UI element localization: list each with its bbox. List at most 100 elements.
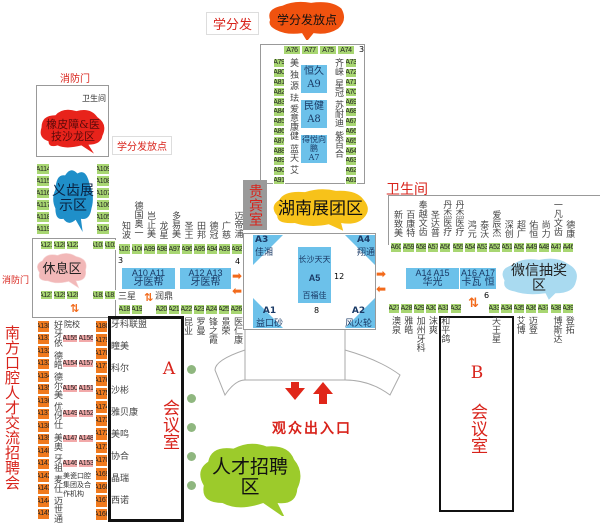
- booth-A51[interactable]: A51: [500, 242, 513, 253]
- booth-A147[interactable]: A147: [62, 434, 78, 443]
- booth-A62[interactable]: A62: [345, 165, 357, 176]
- booth-A85[interactable]: A85: [273, 116, 285, 127]
- booth-A38[interactable]: A38: [549, 303, 562, 314]
- booth-A57[interactable]: A57: [426, 242, 440, 253]
- booth-A177[interactable]: A177: [95, 360, 108, 374]
- zone-cloud-rest[interactable]: 休息区: [34, 251, 90, 289]
- booth-A30[interactable]: A30: [424, 303, 438, 314]
- booth-A21[interactable]: A21: [167, 304, 180, 315]
- booth-A33[interactable]: A33: [488, 303, 501, 314]
- booth-A122[interactable]: A122: [66, 240, 79, 250]
- booth-A178[interactable]: A178: [95, 346, 108, 361]
- booth-A54[interactable]: A54: [463, 242, 477, 253]
- booth-A127[interactable]: A127: [40, 290, 53, 300]
- booth-A120[interactable]: A120: [53, 240, 66, 250]
- zone-cloud-salon[interactable]: 橡皮障&医技沙龙区: [38, 107, 108, 155]
- booth-A39[interactable]: A39: [561, 303, 575, 314]
- booth-A18[interactable]: A18: [118, 304, 131, 315]
- booth-A35[interactable]: A35: [512, 303, 525, 314]
- booth-A115[interactable]: A115: [36, 175, 50, 187]
- meeting-room-b[interactable]: B 会议室: [439, 316, 514, 512]
- booth-A61[interactable]: A61: [345, 175, 357, 186]
- booth-A179[interactable]: A179: [95, 333, 108, 347]
- booth-A170[interactable]: A170: [95, 454, 108, 468]
- booth-A70[interactable]: A70: [345, 87, 357, 98]
- booth-A23[interactable]: A23: [192, 304, 205, 315]
- booth-A50[interactable]: A50: [513, 242, 526, 253]
- meeting-room-a[interactable]: A 会议室: [108, 316, 184, 522]
- booth-A36[interactable]: A36: [524, 303, 538, 314]
- booth-A72[interactable]: A72: [345, 67, 357, 78]
- booth-A145[interactable]: A145: [37, 507, 50, 520]
- booth-A52[interactable]: A52: [488, 242, 501, 253]
- booth-A56[interactable]: A56: [439, 242, 452, 253]
- booth-A128[interactable]: A128: [66, 290, 79, 300]
- booth-A31[interactable]: A31: [437, 303, 450, 314]
- booth-A139[interactable]: A139: [37, 432, 50, 445]
- booth-A106[interactable]: A106: [96, 199, 110, 211]
- booth-A59[interactable]: A59: [402, 242, 415, 253]
- booth-A102[interactable]: A102: [104, 240, 116, 250]
- booth-A132[interactable]: A132: [37, 345, 50, 358]
- booth-A90[interactable]: A90: [273, 165, 285, 176]
- booth-A144[interactable]: A144: [37, 495, 50, 508]
- booth-A63[interactable]: A63: [345, 156, 357, 166]
- booth-A154[interactable]: A154: [62, 359, 78, 368]
- booth-A134[interactable]: A134: [37, 370, 50, 383]
- booth-A148[interactable]: A148: [78, 434, 94, 443]
- booth-A152[interactable]: A152: [78, 409, 94, 418]
- booth-A64[interactable]: A64: [345, 146, 357, 156]
- booth-A121[interactable]: A121: [40, 240, 53, 250]
- booth-A87[interactable]: A87: [273, 136, 285, 147]
- booth-A109[interactable]: A109: [96, 163, 110, 175]
- booth-A24[interactable]: A24: [205, 304, 218, 315]
- booth-A96[interactable]: A96: [180, 243, 193, 255]
- booth-A153[interactable]: A153: [78, 459, 94, 468]
- zone-cloud-wechat-lottery[interactable]: 微信抽奖区: [498, 256, 580, 301]
- booth-A130[interactable]: A130: [37, 320, 50, 333]
- booth-A116[interactable]: A116: [36, 187, 50, 199]
- booth-A141[interactable]: A141: [37, 457, 50, 470]
- booth-A169[interactable]: A169: [95, 467, 108, 481]
- booth-A28[interactable]: A28: [400, 303, 413, 314]
- booth-A118[interactable]: A118: [36, 211, 50, 223]
- booth-A68[interactable]: A68: [345, 107, 357, 117]
- booth-A86[interactable]: A86: [273, 126, 285, 137]
- zone-cloud-recruit[interactable]: 人才招聘区: [195, 440, 305, 516]
- booth-A155[interactable]: A155: [62, 334, 78, 343]
- booth-A136[interactable]: A136: [37, 395, 50, 408]
- booth-A83[interactable]: A83: [273, 97, 285, 107]
- booth-A76[interactable]: A76: [283, 45, 301, 55]
- booth-A66[interactable]: A66: [345, 126, 357, 137]
- booth-A104[interactable]: A104: [96, 223, 110, 235]
- booth-A22[interactable]: A22: [180, 304, 193, 315]
- zone-cloud-hunan[interactable]: 湖南展团区: [269, 187, 372, 232]
- booth-A143[interactable]: A143: [37, 482, 50, 495]
- booth-A73[interactable]: A73: [345, 58, 357, 68]
- booth-A47[interactable]: A47: [549, 242, 563, 253]
- booth-A140[interactable]: A140: [37, 445, 50, 458]
- booth-A100[interactable]: A100: [130, 243, 143, 255]
- booth-A173[interactable]: A173: [95, 413, 108, 428]
- booth-A182[interactable]: A182: [92, 290, 104, 300]
- booth-A133[interactable]: A133: [37, 357, 50, 370]
- booth-A88[interactable]: A88: [273, 146, 285, 156]
- booth-A81[interactable]: A81: [273, 77, 285, 88]
- booth-A80[interactable]: A80: [273, 67, 285, 78]
- booth-A67[interactable]: A67: [345, 116, 357, 127]
- booth-A167[interactable]: A167: [95, 494, 108, 508]
- booth-A157[interactable]: A157: [78, 359, 94, 368]
- booth-A55[interactable]: A55: [451, 242, 464, 253]
- booth-A138[interactable]: A138: [37, 420, 50, 433]
- booth-A168[interactable]: A168: [95, 480, 108, 495]
- booth-A175[interactable]: A175: [95, 387, 108, 401]
- booth-A99[interactable]: A99: [143, 243, 156, 255]
